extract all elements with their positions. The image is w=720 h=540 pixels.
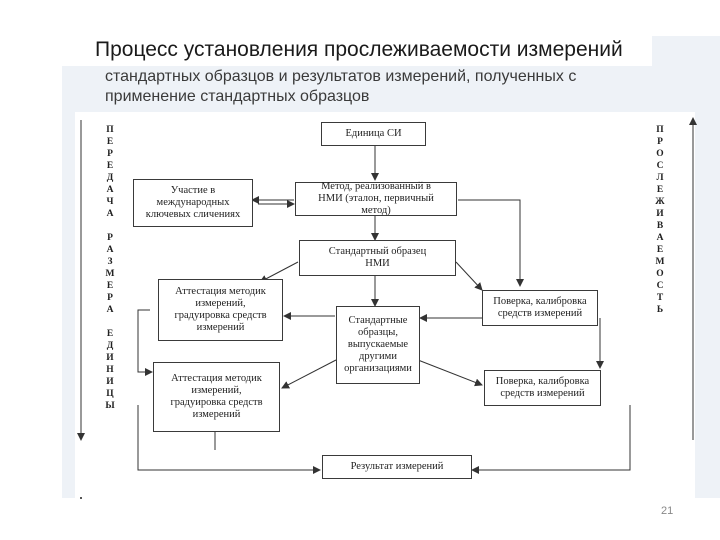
vertical-letter: Т (656, 293, 664, 303)
vertical-letter: Е (656, 245, 664, 255)
vertical-letter: Р (107, 149, 113, 159)
vertical-letter (103, 220, 117, 232)
vertical-letter: Е (656, 185, 664, 195)
standard-sample-nmi-box: Стандартный образец НМИ (299, 240, 456, 276)
verification-box-2: Поверка, калибровка средств измерений (484, 370, 601, 406)
vertical-letter: Е (106, 161, 114, 171)
result-box: Результат измерений (322, 455, 472, 479)
vertical-letter: З (107, 257, 113, 267)
vertical-letter: В (656, 221, 664, 231)
attestation-box-1: Аттестация методик измерений, градуировк… (158, 279, 283, 341)
vertical-letter: Ь (656, 305, 664, 315)
vertical-letter: О (656, 269, 664, 279)
intl-comparison-box: Участие в международных ключевых сличени… (133, 179, 253, 227)
vertical-letter: Д (106, 341, 114, 351)
vertical-letter: И (106, 377, 114, 387)
vertical-letter: Ч (106, 197, 114, 207)
vertical-letter: Е (106, 329, 114, 339)
title-band (62, 36, 652, 66)
vertical-letter: Н (106, 365, 114, 375)
vertical-letter: А (106, 209, 114, 219)
vertical-letter: Ц (106, 389, 114, 399)
vertical-letter: Р (657, 137, 663, 147)
stray-dot (80, 497, 82, 499)
vertical-letter: Ы (105, 401, 115, 411)
subtitle-line-2: применение стандартных образцов (105, 88, 370, 105)
vertical-letter: И (106, 353, 114, 363)
vertical-letter: М (655, 257, 665, 267)
vertical-letter: А (106, 245, 114, 255)
vertical-letter: Е (106, 137, 114, 147)
vertical-letter: О (656, 149, 664, 159)
vertical-letter: С (656, 161, 664, 171)
vertical-letter: А (106, 305, 114, 315)
vertical-letter: Л (656, 173, 664, 183)
slide-title: Процесс установления прослеживаемости из… (95, 38, 623, 61)
subtitle-line-1: стандартных образцов и результатов измер… (105, 68, 577, 85)
nmi-method-box: Метод, реализованный в НМИ (эталон, перв… (295, 181, 457, 216)
standard-samples-other-box: Стандартные образцы, выпускаемые другими… (336, 306, 420, 384)
vertical-letter: А (656, 233, 664, 243)
vertical-letter: М (105, 269, 115, 279)
vertical-letter: С (656, 281, 664, 291)
si-unit-box: Единица СИ (321, 122, 426, 146)
attestation-box-2: Аттестация методик измерений, градуировк… (153, 362, 280, 432)
vertical-letter: И (656, 209, 664, 219)
vertical-letter: П (106, 125, 114, 135)
verification-box-1: Поверка, калибровка средств измерений (482, 290, 598, 326)
vertical-letter: А (106, 185, 114, 195)
slide-subtitle: стандартных образцов и результатов измер… (105, 67, 576, 107)
vertical-letter: Д (106, 173, 114, 183)
vertical-letter: П (656, 125, 664, 135)
vertical-letter (103, 316, 117, 328)
vertical-letter: Е (106, 281, 114, 291)
vertical-letter: Р (107, 293, 113, 303)
page-number: 21 (661, 505, 674, 517)
vertical-letter: Р (107, 233, 113, 243)
vertical-letter: Ж (655, 197, 665, 207)
